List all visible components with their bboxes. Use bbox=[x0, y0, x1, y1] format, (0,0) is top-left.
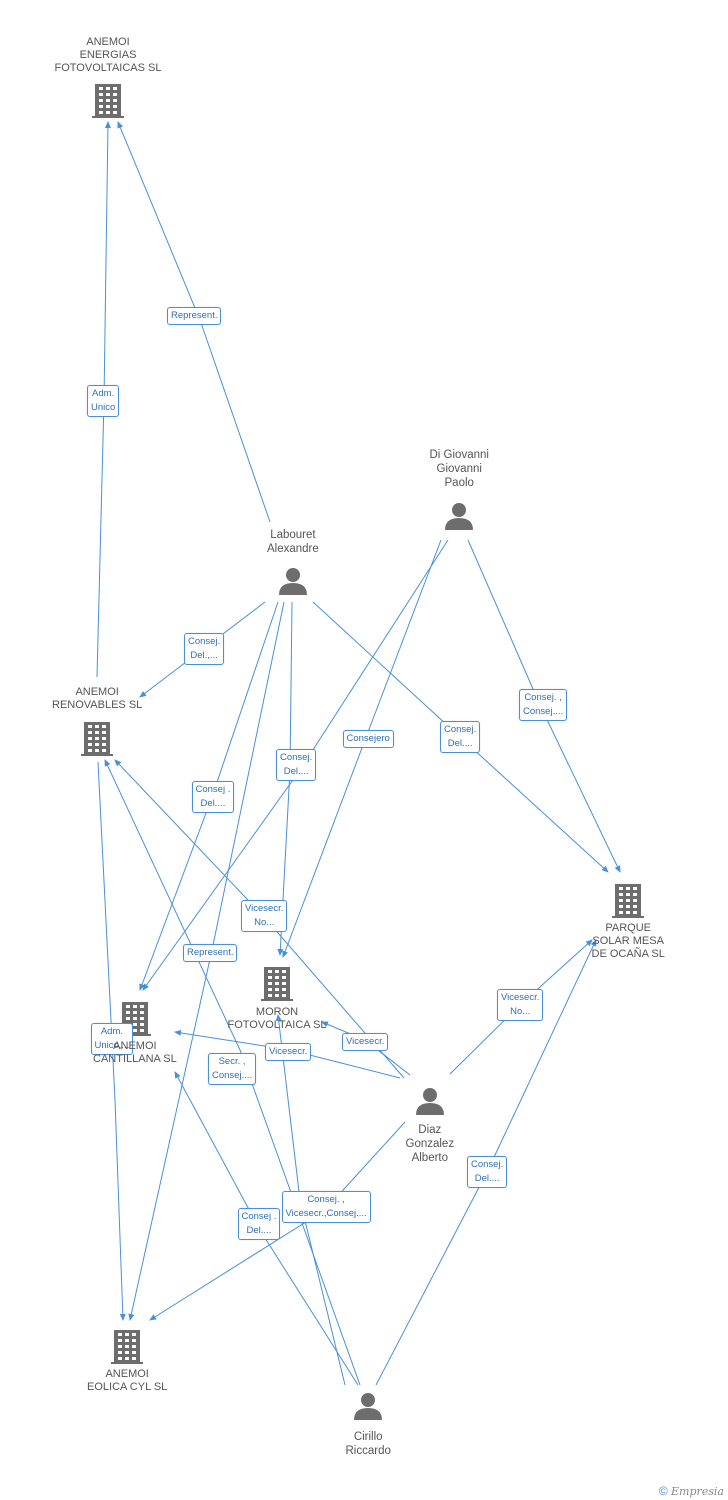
building-icon[interactable] bbox=[111, 1330, 143, 1364]
relation-edge bbox=[104, 759, 361, 1386]
company-name[interactable]: ANEMOI RENOVABLES SL bbox=[52, 686, 143, 711]
relation-label[interactable]: Consej. , Consej.... bbox=[519, 689, 568, 721]
relation-label[interactable]: Vicesecr. No... bbox=[241, 900, 288, 932]
person-name[interactable]: Labouret Alexandre bbox=[267, 529, 319, 555]
person-icon[interactable] bbox=[416, 1088, 444, 1115]
relation-edge bbox=[97, 761, 126, 1321]
relation-label[interactable]: Vicesecr. bbox=[342, 1033, 389, 1051]
person-icon[interactable] bbox=[354, 1393, 382, 1420]
relation-label[interactable]: Consej. Del.... bbox=[276, 749, 317, 781]
relation-label[interactable]: Represent. bbox=[167, 307, 222, 325]
relation-label[interactable]: Adm. Unico bbox=[87, 385, 120, 417]
person-name[interactable]: Cirillo Riccardo bbox=[345, 1431, 391, 1457]
relation-label[interactable]: Consej. Del.... bbox=[440, 721, 481, 753]
footer-brand: © Empresia bbox=[659, 1484, 724, 1498]
company-name[interactable]: ANEMOI EOLICA CYL SL bbox=[87, 1368, 168, 1393]
person-name[interactable]: Diaz Gonzalez Alberto bbox=[405, 1124, 455, 1164]
relation-label[interactable]: Vicesecr. No... bbox=[497, 989, 544, 1021]
building-icon[interactable] bbox=[612, 884, 644, 918]
relation-label[interactable]: Consej . Del.... bbox=[191, 781, 235, 813]
relation-label[interactable]: Vicesecr. bbox=[265, 1043, 312, 1061]
person-name[interactable]: Di Giovanni Giovanni Paolo bbox=[429, 449, 489, 489]
relation-label[interactable]: Secr. , Consej.... bbox=[208, 1053, 257, 1085]
brand-name: Empresia bbox=[671, 1485, 724, 1498]
building-icon[interactable] bbox=[81, 722, 113, 756]
relation-label[interactable]: Consej . Del.... bbox=[237, 1208, 281, 1240]
company-name[interactable]: PARQUE SOLAR MESA DE OCAÑA SL bbox=[591, 922, 665, 960]
relation-label[interactable]: Consej. Del.... bbox=[467, 1156, 508, 1188]
person-icon[interactable] bbox=[445, 503, 473, 530]
relation-label[interactable]: Consej. Del.,... bbox=[184, 633, 225, 665]
copyright-icon: © bbox=[658, 1484, 668, 1498]
company-name[interactable]: ANEMOI CANTILLANA SL bbox=[93, 1040, 177, 1065]
building-icon[interactable] bbox=[261, 967, 293, 1001]
relation-label[interactable]: Adm. Unico,... bbox=[90, 1023, 134, 1055]
company-name[interactable]: ANEMOI ENERGIAS FOTOVOLTAICAS SL bbox=[54, 36, 162, 74]
person-icon[interactable] bbox=[279, 568, 307, 595]
relation-label[interactable]: Consejero bbox=[342, 730, 394, 748]
company-name[interactable]: MORON FOTOVOLTAICA SL bbox=[227, 1006, 327, 1031]
relation-label[interactable]: Represent. bbox=[183, 944, 238, 962]
relation-label[interactable]: Consej. , Vicesecr.,Consej.... bbox=[281, 1191, 371, 1223]
building-icon[interactable] bbox=[92, 84, 124, 118]
